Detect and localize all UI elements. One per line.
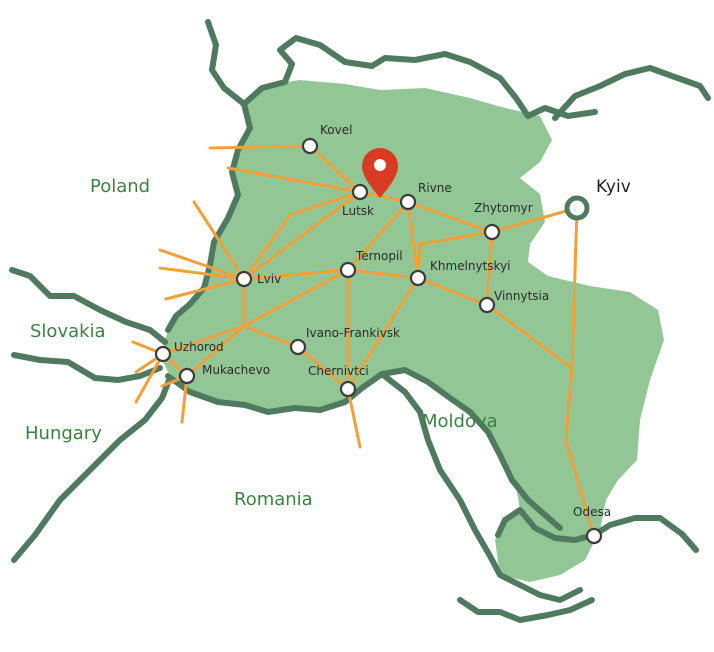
city-dot-uzhorod[interactable] (154, 345, 172, 363)
border-belarus (552, 65, 711, 121)
route-lutsk-lviv (242, 190, 362, 281)
city-dot-kovel[interactable] (301, 137, 319, 155)
country-label-moldova: Moldova (422, 411, 498, 432)
route-lviv-ternopil (242, 268, 350, 281)
route-west-lviv (242, 213, 292, 281)
route-zhytomyr-kyiv (490, 206, 579, 234)
city-dot-ternopil[interactable] (339, 261, 357, 279)
location-pin-icon[interactable] (362, 148, 398, 198)
border-hungary (11, 352, 163, 383)
route-khmelnytskyi-chernivtci (346, 276, 420, 391)
route-rivne-zhytomyr (406, 200, 494, 234)
border-moldova-river (379, 371, 583, 603)
city-label-chernivtci: Chernivtci (308, 364, 369, 378)
routes (131, 144, 596, 538)
route-zhytomyr-vinnytsia (485, 230, 494, 307)
route-in-lviv-north (192, 200, 246, 281)
route-south-odesa (564, 438, 596, 538)
border-romania-north (165, 367, 563, 531)
city-dot-odesa[interactable] (585, 527, 603, 545)
country-label-hungary: Hungary (25, 423, 102, 444)
city-label-ivano-frankivsk: Ivano-Frankivsk (306, 326, 400, 340)
route-kyiv-south (570, 206, 579, 370)
route-to-uzhorod (161, 324, 246, 356)
city-label-zhytomyr: Zhytomyr (474, 201, 533, 215)
border-sea-coast (591, 515, 699, 553)
route-in-lutsk (226, 166, 362, 194)
city-label-lviv: Lviv (257, 272, 281, 286)
country-label-slovakia: Slovakia (30, 321, 106, 342)
city-label-odesa: Odesa (573, 505, 611, 519)
city-dot-rivne[interactable] (399, 193, 417, 211)
route-in-lviv-west2 (158, 266, 246, 281)
route-khmelnytskyi-vinnytsia (416, 276, 489, 307)
city-dot-khmelnytskyi[interactable] (409, 269, 427, 287)
city-label-mukachevo: Mukachevo (202, 363, 270, 377)
capital-ring-icon[interactable] (564, 195, 590, 221)
city-dot-lutsk[interactable] (351, 183, 369, 201)
country-label-poland: Poland (90, 176, 150, 197)
route-ternopil-khmelnytskyi (346, 268, 420, 280)
city-label-uzhorod: Uzhorod (174, 340, 224, 354)
city-dot-lviv[interactable] (235, 270, 253, 288)
city-label-lutsk: Lutsk (342, 204, 374, 218)
route-in-kovel (208, 144, 312, 150)
route-to-ivano (242, 324, 300, 349)
city-dot-chernivtci[interactable] (339, 380, 357, 398)
route-south-1 (564, 366, 574, 442)
capital-label: Kyiv (596, 177, 631, 197)
route-rivne-khmelnytskyi (406, 200, 420, 280)
border-poland-north (205, 19, 598, 119)
city-label-rivne: Rivne (418, 181, 452, 195)
city-label-ternopil: Ternopil (355, 249, 403, 263)
city-dot-ivano-frankivsk[interactable] (289, 338, 307, 356)
route-ivano-chernivtci (296, 345, 350, 391)
route-ternopil-rivne (346, 200, 410, 272)
border-slovakia (9, 267, 168, 345)
city-labels: Kovel Lutsk Rivne Zhytomyr Lviv Ternopil… (174, 123, 611, 519)
route-in-lviv-west3 (164, 277, 246, 301)
route-lutsk-rivne (358, 190, 410, 204)
city-dots (154, 137, 603, 545)
city-dot-vinnytsia[interactable] (478, 296, 496, 314)
city-label-khmelnytskyi: Khmelnytskyi (430, 259, 511, 273)
border-danube (457, 597, 595, 623)
route-to-mukachevo (185, 324, 246, 378)
city-label-kovel: Kovel (320, 123, 352, 137)
route-in-lviv-west1 (158, 248, 246, 281)
route-north-zhytomyr (418, 230, 494, 246)
route-lutsk-west (288, 190, 362, 217)
border-romania-west (11, 375, 173, 563)
city-dot-mukachevo[interactable] (178, 367, 196, 385)
city-dot-zhytomyr[interactable] (483, 223, 501, 241)
route-vinnytsia-south (485, 303, 574, 370)
route-ternopil-southwest (242, 268, 350, 328)
route-kovel-lutsk (308, 144, 362, 194)
country-label-romania: Romania (234, 489, 313, 510)
country-labels: Poland Slovakia Hungary Romania Moldova (25, 176, 498, 510)
route-out-uzhorod-3 (134, 352, 165, 404)
country-borders (9, 19, 711, 623)
route-out-chernivtci (346, 387, 362, 449)
border-moldova-east (495, 507, 593, 543)
western-ukraine-region (160, 80, 664, 582)
city-label-vinnytsia: Vinnytsia (494, 289, 549, 303)
